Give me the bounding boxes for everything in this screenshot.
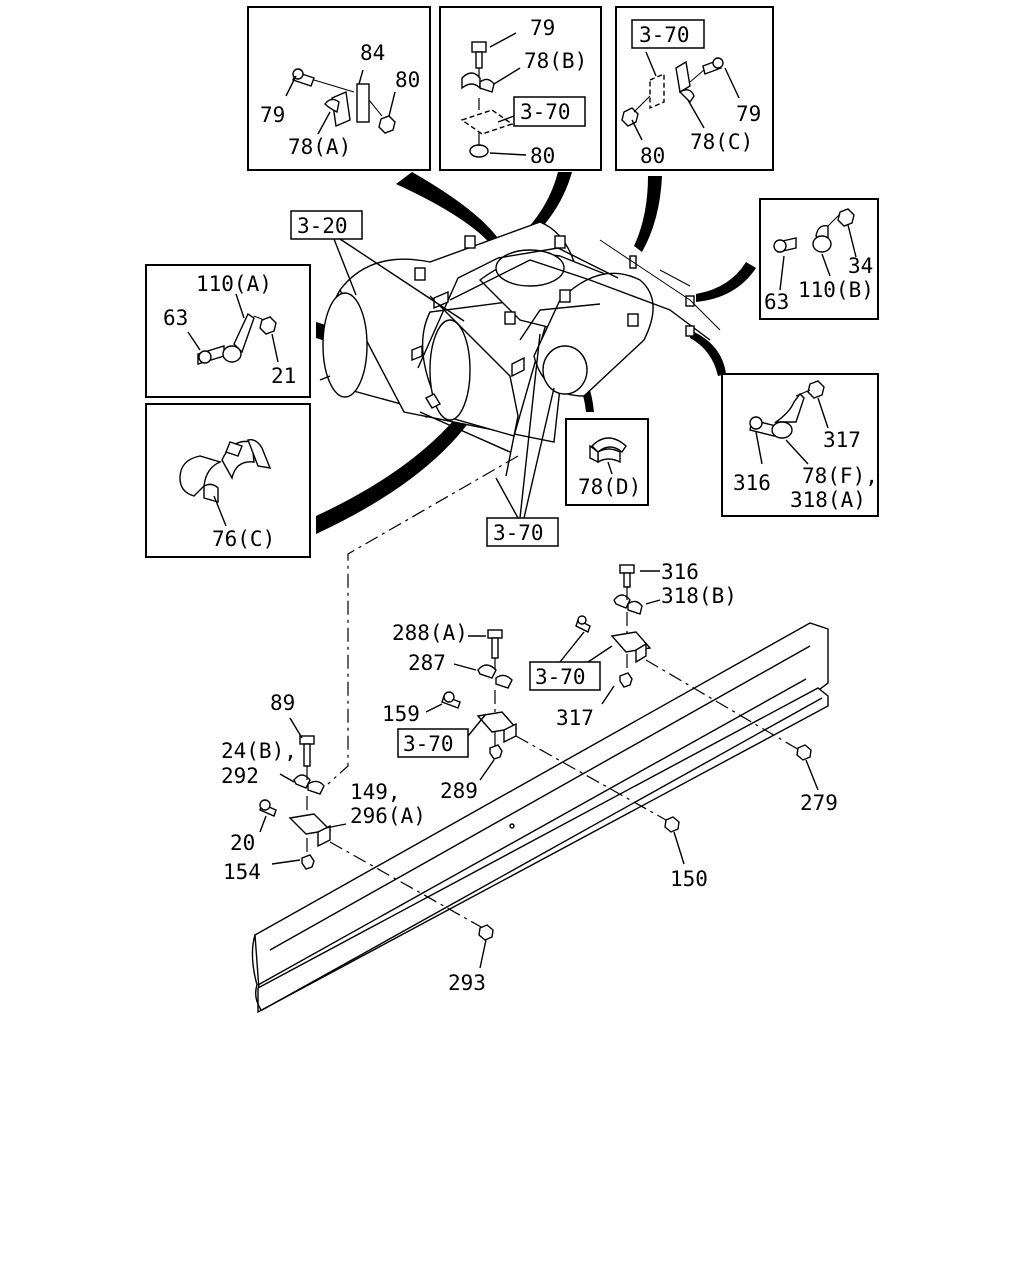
- label-80: 80: [530, 144, 555, 168]
- svg-text:3-20: 3-20: [297, 214, 348, 238]
- callout-box-clip-110a: 110(A) 63 21: [145, 264, 311, 398]
- svg-text:3-70: 3-70: [639, 23, 690, 47]
- label-84: 84: [360, 41, 385, 65]
- svg-text:279: 279: [800, 791, 838, 815]
- callout-box-clip-78d: 78(D): [565, 418, 649, 506]
- ref-box-3-20: 3-20: [290, 210, 465, 322]
- label-63: 63: [764, 290, 789, 314]
- callout-box-clip-78c: 3-70 79 80 78(C): [615, 6, 774, 171]
- callout-box-clip-78a: 84 80 79 78(A): [247, 6, 431, 171]
- bracket-316-318b: 316 318(B) 317: [556, 560, 807, 755]
- label-79: 79: [736, 102, 761, 126]
- label-159: 159: [382, 702, 420, 726]
- label-78b: 78(B): [524, 49, 587, 73]
- label-79: 79: [530, 16, 555, 40]
- routing-line: [327, 455, 519, 785]
- label-288a: 288(A): [392, 621, 468, 645]
- frame-rail: [251, 622, 829, 1014]
- label-80: 80: [395, 68, 420, 92]
- ref-box-3-70: 3-70: [486, 333, 559, 547]
- bracket-288a-287: 288(A) 287 159 289: [382, 621, 667, 821]
- callout-box-clip-78b: 79 78(B) 3-70 80: [439, 6, 602, 171]
- label-316: 316: [733, 471, 771, 495]
- label-110a: 110(A): [196, 272, 272, 296]
- label-154: 154: [223, 860, 261, 884]
- ref-box-3-70: 3-70: [631, 19, 705, 49]
- svg-text:3-70: 3-70: [493, 521, 544, 545]
- bracket-89-292: 89 24(B), 292 149, 296(A) 20 154: [221, 691, 491, 933]
- label-78d: 78(D): [578, 475, 641, 499]
- label-292: 292: [221, 764, 259, 788]
- label-289: 289: [440, 779, 478, 803]
- label-110b: 110(B): [798, 278, 874, 302]
- svg-text:150: 150: [670, 867, 708, 891]
- ref-box-3-70: 3-70: [513, 96, 586, 127]
- label-287: 287: [408, 651, 446, 675]
- label-317: 317: [556, 706, 594, 730]
- label-89: 89: [270, 691, 295, 715]
- label-20: 20: [230, 831, 255, 855]
- label-296a: 296(A): [350, 804, 426, 828]
- callout-box-clip-76c: 76(C): [145, 403, 311, 558]
- label-78a: 78(A): [288, 135, 351, 159]
- label-79: 79: [260, 103, 285, 127]
- label-63: 63: [163, 306, 188, 330]
- label-34: 34: [848, 254, 873, 278]
- ref-box-3-70: 3-70: [397, 713, 487, 758]
- label-76c: 76(C): [212, 527, 275, 551]
- nut-279: 279: [796, 744, 838, 815]
- label-317: 317: [823, 428, 861, 452]
- ref-box-3-70: 3-70: [529, 631, 613, 691]
- label-80: 80: [640, 144, 665, 168]
- svg-text:3-70: 3-70: [520, 100, 571, 124]
- label-318a: 318(A): [790, 488, 866, 512]
- label-318b: 318(B): [661, 584, 737, 608]
- nut-150: 150: [664, 816, 708, 891]
- label-316: 316: [661, 560, 699, 584]
- label-149: 149,: [350, 780, 401, 804]
- svg-text:3-70: 3-70: [403, 732, 454, 756]
- label-78c: 78(C): [690, 130, 753, 154]
- label-21: 21: [271, 364, 296, 388]
- svg-text:293: 293: [448, 971, 486, 995]
- air-tank-assembly: [319, 221, 721, 477]
- callout-box-clip-110b: 34 63 110(B): [759, 198, 879, 320]
- svg-text:3-70: 3-70: [535, 665, 586, 689]
- label-24b: 24(B),: [221, 739, 297, 763]
- label-78f: 78(F),: [802, 464, 878, 488]
- callout-box-clip-78f: 317 316 78(F), 318(A): [721, 373, 879, 517]
- nut-293: 293: [448, 924, 494, 995]
